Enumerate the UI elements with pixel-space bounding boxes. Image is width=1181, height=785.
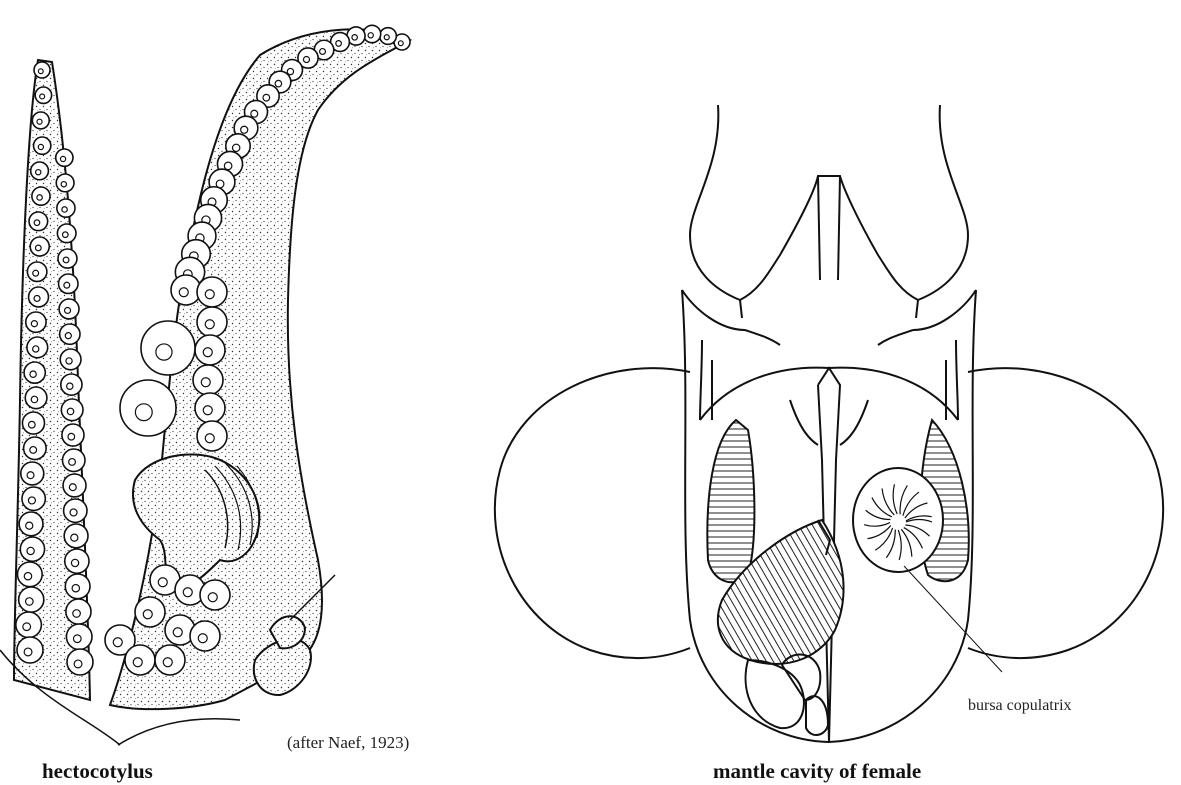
sucker (66, 624, 92, 650)
sucker (67, 649, 93, 675)
sucker (59, 274, 78, 293)
sucker (56, 174, 74, 192)
sucker (63, 474, 86, 497)
sucker (30, 237, 49, 256)
sucker (363, 25, 380, 42)
sucker (29, 212, 48, 231)
sucker (62, 449, 85, 472)
bursa-copulatrix-label: bursa copulatrix (968, 697, 1072, 714)
sucker (19, 512, 43, 536)
right-eye (968, 368, 1163, 658)
sucker (380, 28, 397, 45)
sucker (35, 87, 51, 103)
left-gill (707, 420, 754, 582)
sucker (61, 399, 83, 421)
sucker (27, 262, 46, 281)
sucker (20, 537, 44, 561)
caption-hectocotylus: hectocotylus (42, 759, 153, 784)
left-eye (495, 368, 690, 658)
sucker (17, 562, 42, 587)
sucker (59, 299, 79, 319)
sucker (56, 149, 73, 166)
sucker (195, 335, 225, 365)
sucker (65, 574, 90, 599)
sucker (120, 380, 176, 436)
caption-mantle-cavity: mantle cavity of female (713, 759, 921, 784)
sucker (64, 499, 87, 522)
mantle-cavity-illustration (495, 105, 1163, 742)
sucker (193, 365, 223, 395)
sucker (34, 62, 50, 78)
sucker (24, 362, 45, 383)
sucker (197, 307, 227, 337)
sucker (197, 421, 227, 451)
sucker (62, 424, 84, 446)
sucker (64, 524, 88, 548)
credit-line: (after Naef, 1923) (287, 733, 409, 753)
sucker (32, 187, 50, 205)
sucker (57, 224, 76, 243)
sucker (200, 580, 230, 610)
sucker (17, 637, 43, 663)
sucker (60, 324, 80, 344)
sucker (58, 249, 77, 268)
sucker (21, 462, 44, 485)
sucker (66, 599, 91, 624)
sucker (22, 412, 44, 434)
funnel (690, 105, 968, 300)
sucker (25, 387, 47, 409)
sucker (22, 487, 45, 510)
lower-sac (746, 660, 804, 728)
bursa-copulatrix (853, 468, 943, 572)
sucker (16, 612, 42, 638)
callout-leader (904, 566, 1002, 672)
sucker (141, 321, 195, 375)
sucker (60, 349, 81, 370)
sucker (26, 312, 46, 332)
lower-sac (806, 696, 828, 735)
sucker (32, 112, 49, 129)
sucker (19, 587, 44, 612)
sucker (29, 287, 49, 307)
sucker (125, 645, 155, 675)
sucker (65, 549, 89, 573)
sucker (135, 597, 165, 627)
cavity-opening (700, 368, 958, 420)
sucker (61, 374, 82, 395)
sucker (190, 621, 220, 651)
sucker (155, 645, 185, 675)
sucker (34, 137, 51, 154)
sucker (27, 337, 48, 358)
sucker (31, 162, 49, 180)
sucker (24, 437, 47, 460)
sucker (195, 393, 225, 423)
sucker (57, 199, 75, 217)
sucker (197, 277, 227, 307)
hectocotylus-illustration (0, 25, 410, 745)
